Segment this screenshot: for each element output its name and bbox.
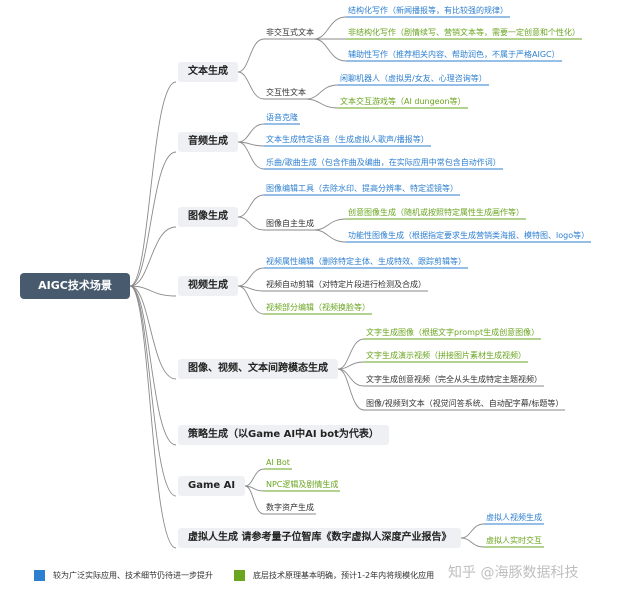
connector-20: [313, 218, 347, 231]
category-text: 文本生成: [178, 62, 238, 82]
legend-blue-swatch: [34, 570, 45, 581]
leaf-video-auto-cut: 视频自动剪辑（对特定片段进行检测及合成）: [266, 280, 426, 289]
legend-green-swatch: [234, 570, 245, 581]
leaf-image-editing: 图像编辑工具（去除水印、提高分辨率、特定滤镜等）: [266, 184, 458, 193]
category-virtual-human: 虚拟人生成 请参考量子位智库《数字虚拟人深度产业报告》: [178, 528, 462, 548]
leaf-functional-image: 功能性图像生成（根据指定要求生成营销类海报、模特图、logo等）: [348, 231, 590, 240]
root-node: AIGC技术场景: [20, 273, 130, 299]
leaf-chatbot: 闲聊机器人（虚拟男/女友、心理咨询等）: [340, 74, 487, 83]
category-cross-modal: 图像、视频、文本间跨模态生成: [178, 359, 338, 379]
leaf-text-to-demo-video: 文字生成演示视频（拼接图片素材生成视频）: [366, 351, 526, 360]
connector-21: [313, 229, 347, 243]
connector-0: [129, 81, 177, 287]
connector-13: [305, 84, 339, 100]
connector-14: [305, 98, 339, 109]
connector-4: [129, 285, 177, 380]
connector-33: [460, 537, 485, 548]
connector-6: [129, 285, 177, 497]
connector-28: [337, 368, 365, 411]
legend-green: 底层技术原理基本明确，预计1-2年内将规模化应用: [234, 568, 434, 584]
legend-blue-label: 较为广泛实际应用、技术细节仍待进一步提升: [53, 571, 213, 580]
connector-32: [460, 523, 485, 539]
connector-19: [237, 216, 265, 231]
connector-2: [129, 226, 177, 287]
legend-blue: 较为广泛实际应用、技术细节仍待进一步提升: [34, 568, 213, 584]
sub-non-interactive: 非交互式文本: [266, 28, 314, 37]
category-game-ai: Game AI: [178, 476, 246, 496]
leaf-unstructured-writing: 非结构化写作（剧情续写、营销文本等，需要一定创意和个性化）: [348, 28, 580, 37]
leaf-video-attribute-edit: 视频属性编辑（删除特定主体、生成特效、跟踪剪辑等）: [266, 257, 466, 266]
leaf-text-to-creative-video: 文字生成创意视频（完全从头生成特定主题视频）: [366, 375, 542, 384]
category-audio: 音频生成: [178, 132, 238, 152]
category-video: 视频生成: [178, 276, 238, 296]
leaf-text-to-image: 文字生成图像（根据文字prompt生成创意图像）: [366, 328, 540, 337]
connector-1: [129, 151, 177, 287]
connector-24: [237, 285, 265, 315]
leaf-assistive-writing: 辅助性写作（推荐相关内容、帮助润色，不属于严格AIGC）: [348, 50, 560, 59]
legend-green-label: 底层技术原理基本明确，预计1-2年内将规模化应用: [253, 571, 435, 580]
connector-26: [337, 361, 365, 370]
connector-7: [129, 285, 177, 549]
leaf-voice-clone: 语音克隆: [266, 113, 298, 122]
leaf-tts: 文本生成特定语音（生成虚拟人歌声/播报等）: [266, 135, 429, 144]
connector-8: [237, 38, 265, 73]
connector-15: [237, 123, 265, 143]
watermark: 知乎 @海豚数据科技: [448, 565, 579, 581]
sub-image-auto: 图像自主生成: [266, 219, 314, 228]
sub-interactive: 交互性文本: [266, 88, 306, 97]
connector-17: [237, 141, 265, 170]
connector-18: [237, 194, 265, 218]
leaf-ai-bot: AI Bot: [266, 458, 290, 467]
leaf-npc-logic: NPC逻辑及剧情生成: [266, 480, 339, 489]
category-strategy: 策略生成（以Game AI中AI bot为代表）: [178, 425, 389, 445]
connector-9: [237, 71, 265, 100]
connector-22: [237, 267, 265, 287]
connector-12: [313, 38, 347, 62]
leaf-virtual-human-video: 虚拟人视频生成: [486, 513, 542, 522]
connector-29: [244, 468, 265, 487]
connector-27: [337, 368, 365, 387]
category-image: 图像生成: [178, 207, 238, 227]
leaf-digital-assets: 数字资产生成: [266, 503, 314, 512]
connector-3: [129, 285, 177, 297]
connector-25: [337, 338, 365, 370]
leaf-music-generation: 乐曲/歌曲生成（包含作曲及编曲，在实际应用中常包含自动作词）: [266, 158, 501, 167]
connector-5: [129, 285, 177, 446]
leaf-image-to-text: 图像/视频到文本（视觉问答系统、自动配字幕/标题等）: [366, 399, 564, 408]
leaf-virtual-human-interaction: 虚拟人实时交互: [486, 536, 542, 545]
leaf-creative-image: 创意图像生成（随机或按照特定属性生成画作等）: [348, 208, 524, 217]
leaf-structured-writing: 结构化写作（新闻播报等，有比较强的规律）: [348, 6, 508, 15]
leaf-video-partial-edit: 视频部分编辑（视频换脸等）: [266, 303, 370, 312]
connector-31: [244, 485, 265, 515]
leaf-text-game: 文本交互游戏等（AI dungeon等）: [340, 97, 466, 106]
connector-10: [313, 16, 347, 40]
connector-16: [237, 141, 265, 147]
